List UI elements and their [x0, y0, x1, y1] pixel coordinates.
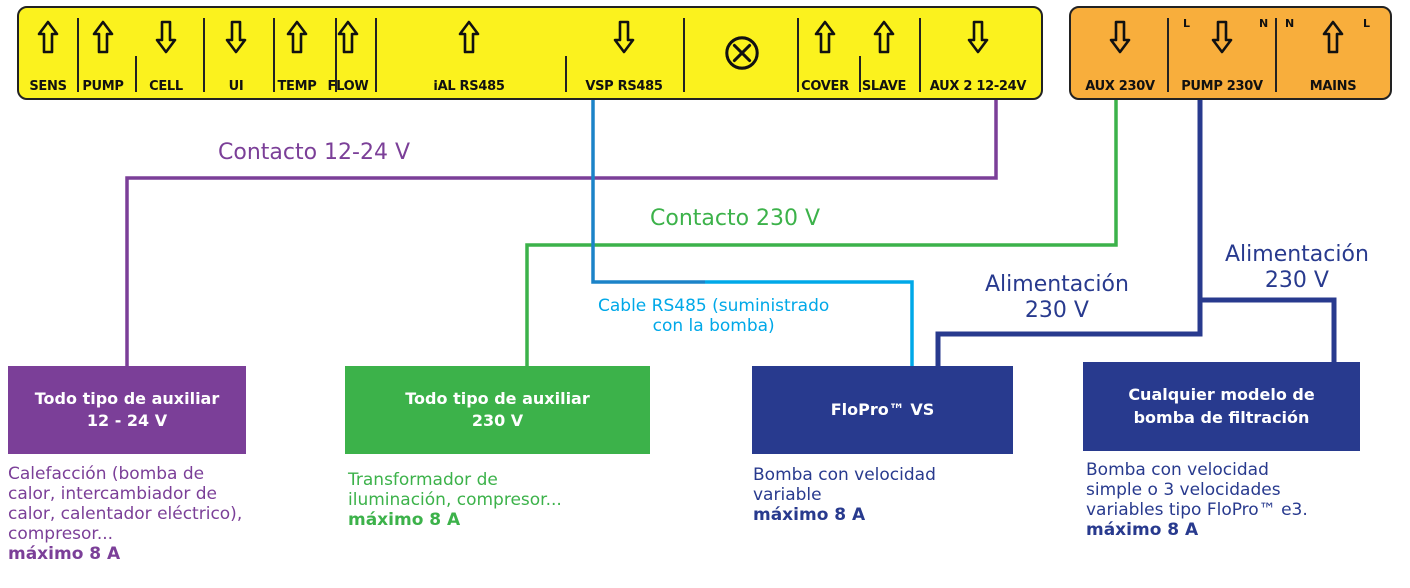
terminal-label: MAINS: [1309, 79, 1357, 94]
label-contact-12-24v: Contacto 12-24 V: [218, 140, 411, 165]
terminal-divider: [859, 56, 861, 92]
arrow-up-icon: [286, 20, 308, 54]
low-terminal: PUMP: [77, 8, 129, 98]
low-terminal: TEMP: [273, 8, 321, 98]
polarity-mark: L: [1363, 17, 1371, 30]
low-terminal: SENS: [21, 8, 75, 98]
arrow-up-icon: [873, 20, 895, 54]
low-terminal: UI: [203, 8, 269, 98]
desc-line: iluminación, compresor...: [348, 490, 562, 511]
label-contact-230v: Contacto 230 V: [650, 206, 821, 231]
arrow-down-icon: [1109, 20, 1131, 54]
low-terminal: COVER: [799, 8, 851, 98]
low-terminal: FLOW: [323, 8, 373, 98]
box-aux-230v: Todo tipo de auxiliar 230 V: [345, 366, 650, 454]
desc-line: Bomba con velocidad: [1086, 460, 1269, 480]
polarity-mark: N: [1259, 17, 1269, 30]
wire-mains-230v: [1200, 297, 1337, 368]
max-current: máximo 8 A: [348, 510, 461, 531]
terminal-label: AUX 2 12-24V: [929, 79, 1027, 94]
wire-rs485-cyan: [705, 280, 914, 368]
terminal-divider: [683, 18, 685, 92]
terminal-label: SENS: [29, 79, 67, 94]
desc-line: compresor...: [8, 524, 114, 545]
low-terminal: SLAVE: [853, 8, 915, 98]
terminal-divider: [797, 18, 799, 92]
desc-flopro-vs: Bomba con velocidad variable máximo 8 A: [753, 465, 936, 525]
high-terminal: PUMP 230V: [1169, 8, 1275, 98]
terminal-label: CELL: [149, 79, 183, 94]
terminal-label: FLOW: [327, 79, 369, 94]
arrow-down-icon: [155, 20, 177, 54]
desc-aux-230v: Transformador de iluminación, compresor.…: [348, 470, 562, 530]
low-terminal: VSP RS485: [565, 8, 683, 98]
terminal-strip-230v: AUX 230V PUMP 230V MAINS L N N L: [1069, 6, 1392, 100]
max-current: máximo 8 A: [1086, 520, 1199, 541]
desc-line: calor, intercambiador de: [8, 484, 218, 505]
desc-line: Transformador de: [348, 470, 498, 490]
arrow-down-icon: [967, 20, 989, 54]
desc-line: calor, calentador eléctrico),: [8, 504, 243, 525]
desc-aux-12-24v: Calefacción (bomba de calor, intercambia…: [8, 464, 242, 564]
wire-contact-230v: [525, 96, 1118, 368]
terminal-strip-low-voltage: SENS PUMP CELL UI TEMP FLOW iAL RS485 VSP RS485…: [17, 6, 1043, 100]
arrow-up-icon: [92, 20, 114, 54]
box-aux-12-24v: Todo tipo de auxiliar 12 - 24 V: [8, 366, 246, 454]
terminal-divider: [919, 18, 921, 92]
terminal-divider: [273, 18, 275, 92]
desc-line: variable: [753, 485, 822, 506]
desc-line: Bomba con velocidad: [753, 465, 936, 485]
label-cable-rs485: Cable RS485 (suministrado con la bomba): [598, 296, 830, 337]
terminal-divider: [1167, 18, 1169, 92]
wire-pump-230v: [935, 96, 1203, 368]
label-power-pump: Alimentación 230 V: [985, 272, 1129, 323]
terminal-label: TEMP: [277, 79, 317, 94]
terminal-divider: [77, 18, 79, 92]
arrow-down-icon: [1211, 20, 1233, 54]
terminal-label: VSP RS485: [585, 79, 663, 94]
label-power-mains: Alimentación 230 V: [1225, 242, 1369, 293]
arrow-up-icon: [1322, 20, 1344, 54]
terminal-divider: [335, 18, 337, 92]
terminal-label: SLAVE: [861, 79, 907, 94]
terminal-label: COVER: [801, 79, 849, 94]
terminal-label: AUX 230V: [1085, 79, 1155, 94]
terminal-label: PUMP: [82, 79, 124, 94]
max-current: máximo 8 A: [8, 544, 121, 565]
ground-circle-x-icon: [723, 34, 761, 70]
wire-contact-12-24v: [125, 96, 998, 368]
terminal-divider: [203, 18, 205, 92]
arrow-up-icon: [814, 20, 836, 54]
wire-rs485-blue: [591, 96, 705, 284]
arrow-down-icon: [613, 20, 635, 54]
max-current: máximo 8 A: [753, 505, 866, 526]
desc-line: variables tipo FloPro™ e3.: [1086, 500, 1308, 521]
low-terminal: iAL RS485: [375, 8, 563, 98]
terminal-label: UI: [228, 79, 244, 94]
low-terminal: CELL: [131, 8, 201, 98]
polarity-mark: L: [1183, 17, 1191, 30]
terminal-label: PUMP 230V: [1181, 79, 1263, 94]
high-terminal: AUX 230V: [1073, 8, 1167, 98]
terminal-divider: [565, 56, 567, 92]
terminal-divider: [1275, 18, 1277, 92]
desc-filtration-pump: Bomba con velocidad simple o 3 velocidad…: [1086, 460, 1308, 540]
terminal-divider: [375, 18, 377, 92]
terminal-label: iAL RS485: [433, 79, 505, 94]
arrow-up-icon: [337, 20, 359, 54]
arrow-down-icon: [225, 20, 247, 54]
low-terminal: AUX 2 12-24V: [917, 8, 1039, 98]
desc-line: simple o 3 velocidades: [1086, 480, 1281, 501]
arrow-up-icon: [37, 20, 59, 54]
arrow-up-icon: [458, 20, 480, 54]
polarity-mark: N: [1285, 17, 1295, 30]
low-terminal: [685, 8, 799, 98]
desc-line: Calefacción (bomba de: [8, 464, 205, 484]
box-filtration-pump: Cualquier modelo de bomba de filtración: [1083, 362, 1360, 451]
box-flopro-vs: FloPro™ VS: [752, 366, 1013, 454]
terminal-divider: [135, 56, 137, 92]
high-terminal: MAINS: [1277, 8, 1389, 98]
